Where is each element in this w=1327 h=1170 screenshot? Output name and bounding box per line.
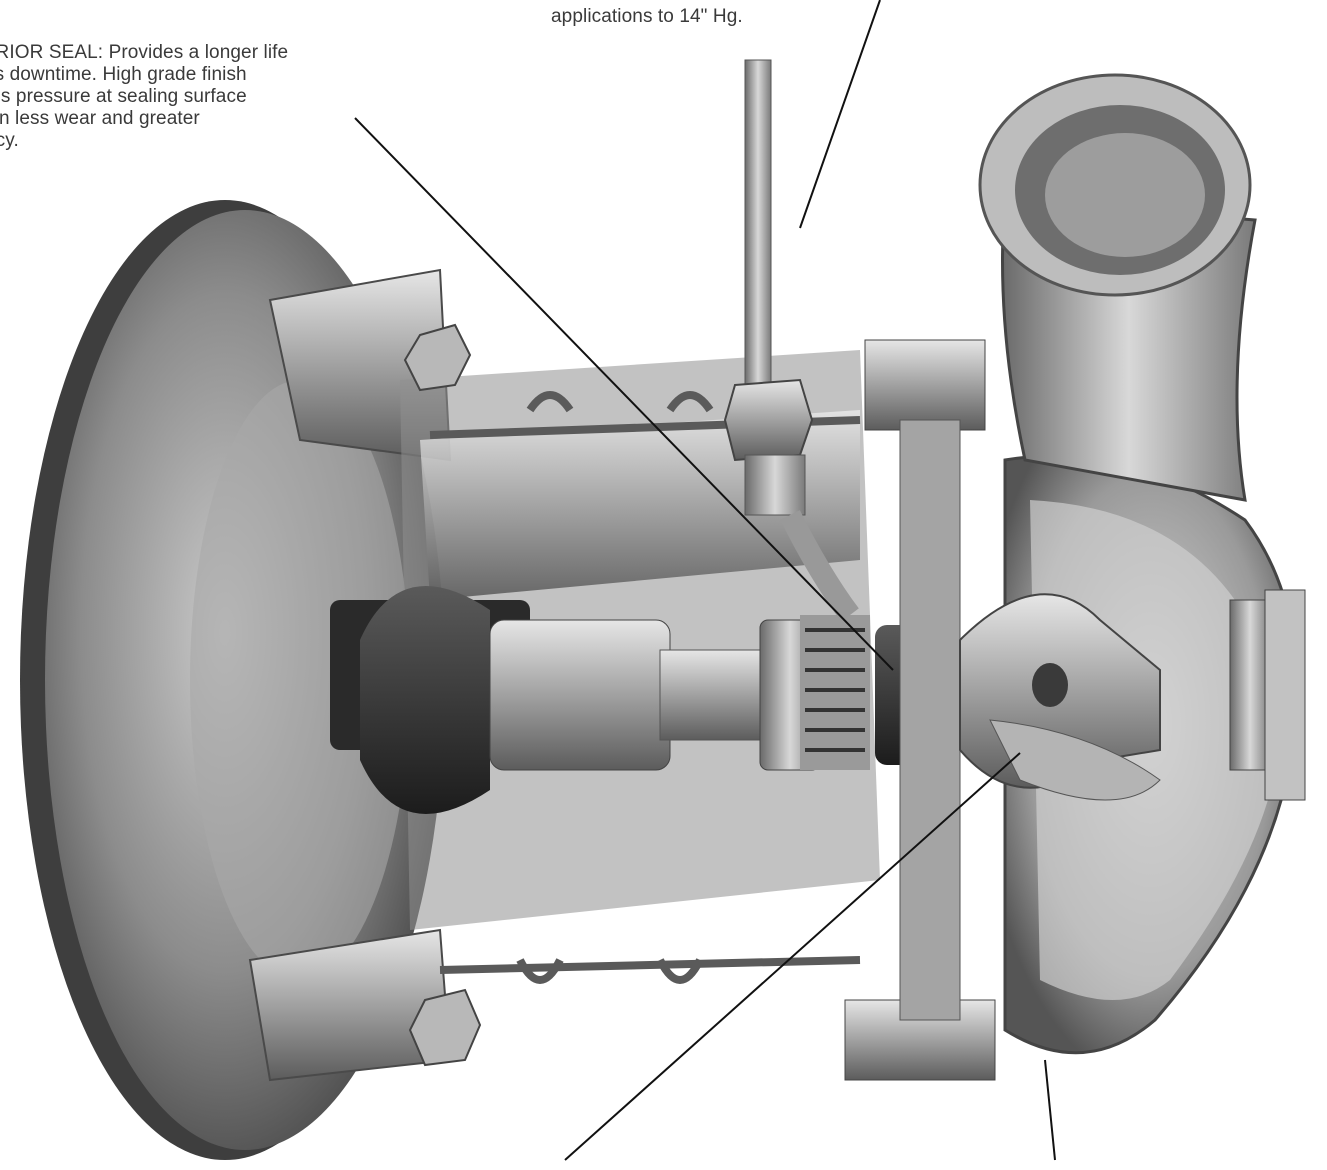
clamp-ring	[844, 339, 996, 1081]
suction-port	[1229, 589, 1306, 801]
impeller	[959, 593, 1161, 801]
leader-lines	[354, 0, 1056, 1161]
pump-shaft	[330, 586, 821, 814]
bolt-icon	[403, 323, 482, 1067]
callout-line: PERIOR SEAL: Provides a longer life	[0, 42, 289, 63]
outlet-elbow	[978, 73, 1257, 502]
callout-line: uces pressure at sealing surface	[0, 86, 247, 107]
tie-rods	[429, 391, 861, 984]
callout-line: lts in less wear and greater	[0, 108, 200, 129]
callout-line: applications to 14" Hg.	[551, 6, 743, 27]
callout-line: less downtime. High grade finish	[0, 64, 247, 85]
vacuum-callout: applications to 14" Hg.	[551, 6, 851, 28]
superior-seal-callout: PERIOR SEAL: Provides a longer life less…	[0, 42, 390, 152]
flush-tube	[723, 59, 859, 622]
callout-line: iency.	[0, 130, 19, 151]
